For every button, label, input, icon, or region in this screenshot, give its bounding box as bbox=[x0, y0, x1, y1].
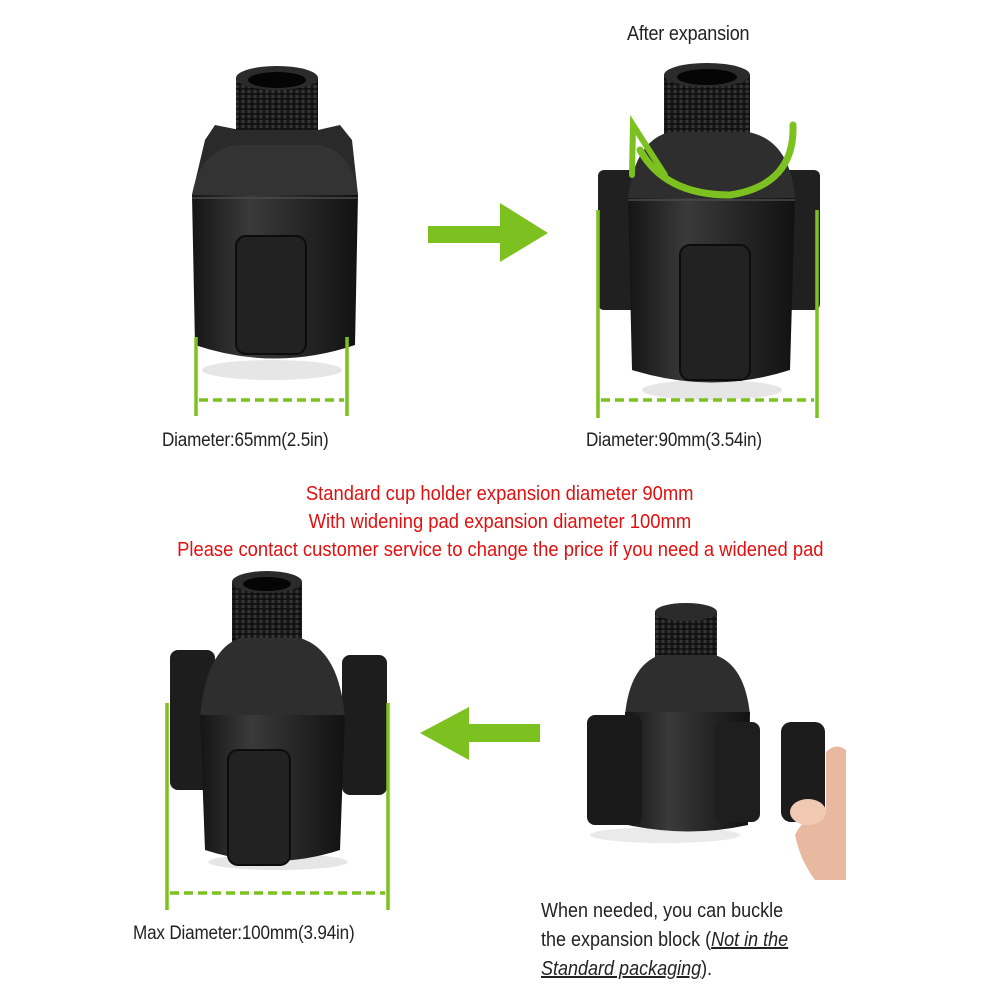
after-expansion-heading: After expansion bbox=[627, 23, 750, 45]
notice-line-1: Standard cup holder expansion diameter 9… bbox=[0, 483, 1000, 506]
notice-line-3: Please contact customer service to chang… bbox=[0, 539, 1000, 562]
measure-65mm bbox=[194, 337, 349, 416]
notice-line-2: With widening pad expansion diameter 100… bbox=[0, 511, 1000, 534]
notice-line-3-text: Please contact customer service to chang… bbox=[176, 539, 824, 561]
notice-line-2-text: With widening pad expansion diameter 100… bbox=[308, 511, 692, 533]
rotate-arrow-icon bbox=[629, 115, 797, 199]
note-line-3-italic: Standard packaging bbox=[541, 958, 702, 980]
expansion-block-note: When needed, you can buckle the expansio… bbox=[541, 897, 788, 984]
caption-90mm: Diameter:90mm(3.54in) bbox=[586, 430, 762, 451]
note-line-3-suffix: ). bbox=[701, 958, 713, 980]
note-line-2-prefix: the expansion block ( bbox=[541, 929, 712, 951]
note-line-2: the expansion block (Not in the bbox=[541, 926, 788, 955]
product-expanded bbox=[598, 63, 820, 400]
note-line-1: When needed, you can buckle bbox=[541, 900, 784, 922]
product-with-expansion-block bbox=[587, 603, 846, 880]
measure-100mm bbox=[165, 703, 390, 910]
product-widened bbox=[170, 571, 387, 870]
note-line-2-italic: Not in the bbox=[711, 929, 789, 951]
caption-65mm: Diameter:65mm(2.5in) bbox=[162, 430, 329, 451]
measure-90mm bbox=[596, 210, 819, 418]
arrow-left-icon bbox=[420, 707, 540, 760]
notice-line-1-text: Standard cup holder expansion diameter 9… bbox=[306, 483, 694, 505]
caption-100mm: Max Diameter:100mm(3.94in) bbox=[133, 923, 355, 944]
arrow-right-icon bbox=[428, 203, 548, 262]
product-retracted bbox=[192, 66, 358, 380]
note-line-3: Standard packaging). bbox=[541, 955, 788, 984]
